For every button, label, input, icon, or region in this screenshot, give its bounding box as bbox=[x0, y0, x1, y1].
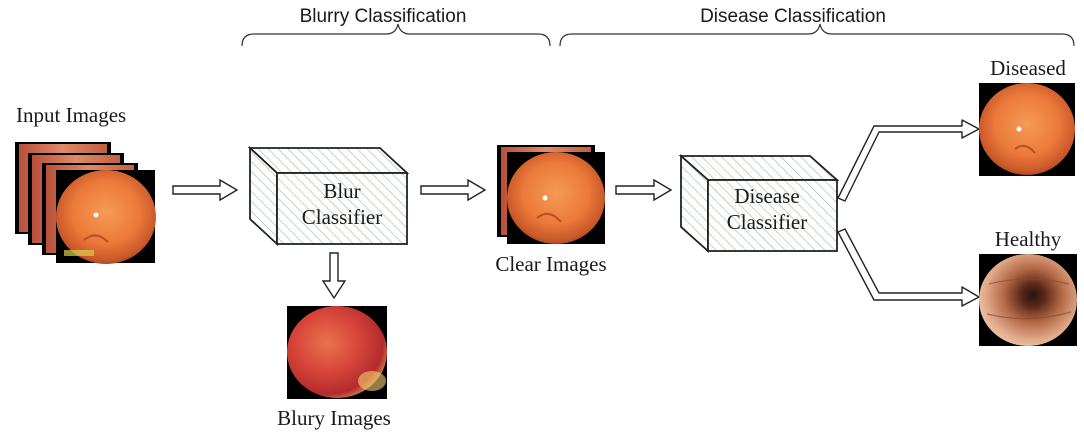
blur-classifier-line2: Classifier bbox=[302, 205, 382, 229]
clear-image-front bbox=[507, 152, 605, 244]
disease-classifier-line1: Disease bbox=[734, 184, 799, 208]
disease-classification-header: Disease Classification bbox=[700, 6, 886, 27]
clear-images-label: Clear Images bbox=[495, 252, 606, 276]
arrow-to-healthy bbox=[837, 228, 980, 307]
arrow-to-diseased bbox=[837, 119, 980, 202]
disease-brace bbox=[559, 23, 1075, 47]
input-image-front bbox=[56, 170, 156, 264]
diseased-label: Diseased bbox=[990, 56, 1066, 80]
blur-classifier-line1: Blur bbox=[323, 179, 360, 203]
arrow-to-blury-images bbox=[321, 252, 347, 300]
input-images-stack bbox=[15, 142, 156, 264]
healthy-label: Healthy bbox=[995, 227, 1062, 251]
blurry-brace bbox=[241, 23, 551, 47]
blur-classifier-box: Blur Classifier bbox=[247, 145, 410, 247]
arrow-to-clear-images bbox=[420, 178, 487, 202]
blurry-classification-header: Blurry Classification bbox=[300, 6, 467, 27]
blury-images-label: Blury Images bbox=[277, 406, 391, 430]
arrow-to-disease-classifier bbox=[615, 178, 673, 202]
clear-images-stack bbox=[497, 145, 605, 244]
disease-classifier-box: Disease Classifier bbox=[678, 153, 840, 254]
diseased-image bbox=[979, 83, 1075, 176]
blury-image bbox=[287, 306, 387, 399]
input-images-label: Input Images bbox=[16, 103, 126, 127]
disease-classifier-line2: Classifier bbox=[727, 210, 807, 234]
healthy-image bbox=[979, 254, 1077, 346]
arrow-to-blur-classifier bbox=[172, 178, 239, 202]
